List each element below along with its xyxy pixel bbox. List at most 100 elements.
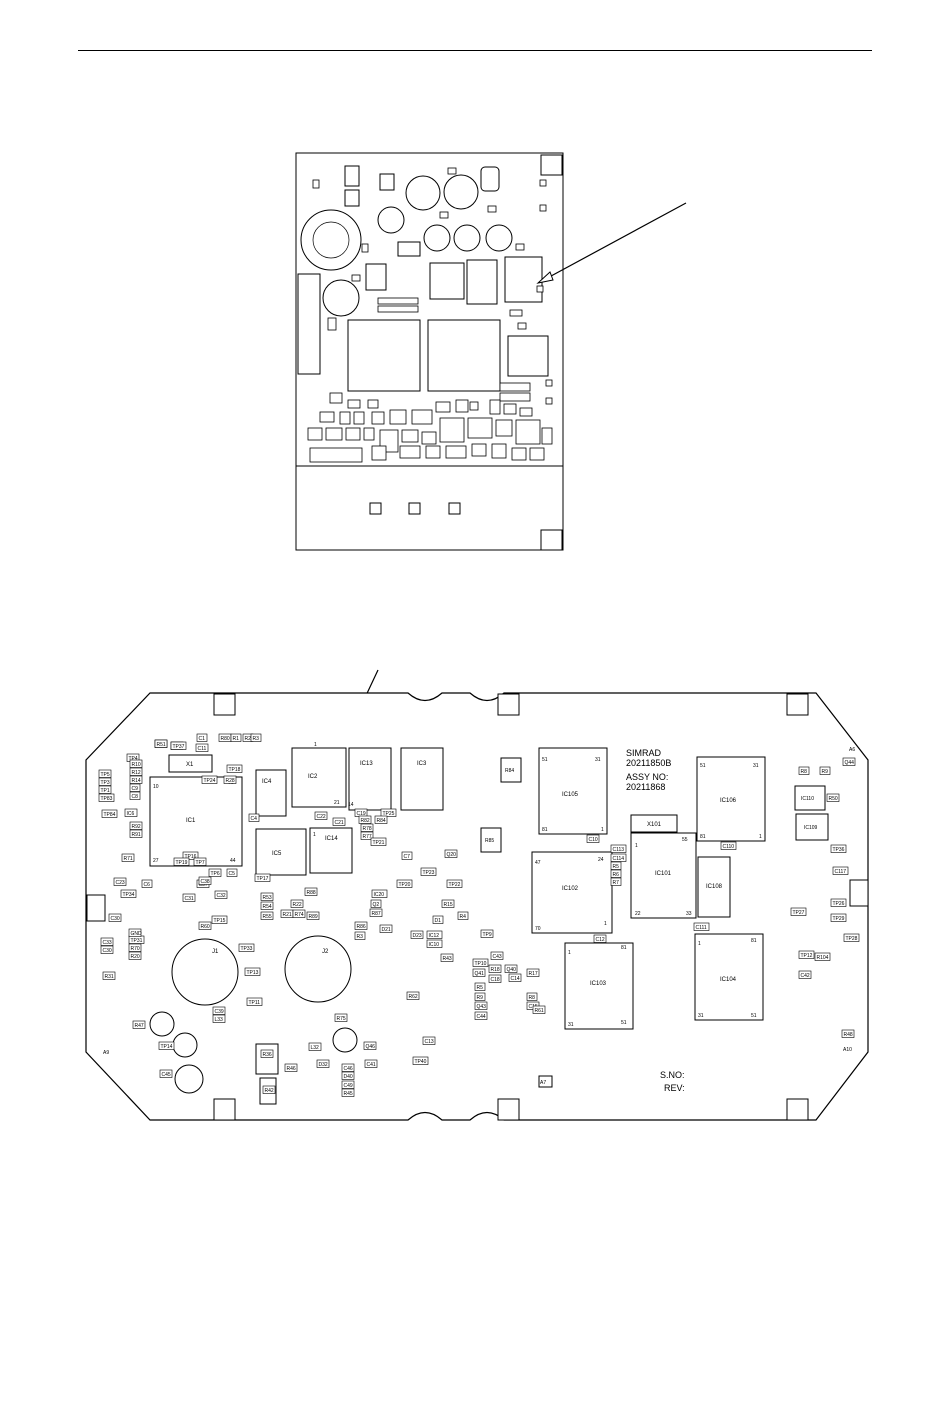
part-outline	[128, 928, 142, 937]
pin-label: 33	[686, 911, 692, 917]
mount-pad	[849, 879, 869, 907]
pin-label: 27	[153, 858, 159, 864]
part-outline	[798, 970, 812, 979]
part-label: L33	[215, 1017, 224, 1023]
part-outline	[170, 741, 187, 750]
part-outline	[412, 1056, 429, 1065]
pin-label: 51	[751, 1013, 757, 1019]
part-outline	[440, 953, 454, 962]
small-pad	[448, 502, 461, 515]
part-label: TP34	[123, 892, 135, 898]
ic103-label: IC103	[590, 981, 607, 987]
small-ic	[466, 259, 498, 305]
part-label: R70	[131, 946, 140, 952]
part-label: C10	[589, 837, 598, 843]
part-outline	[98, 785, 112, 794]
pointer-arrowhead-top	[536, 271, 554, 284]
pin-label: 1	[313, 832, 316, 838]
part-label: Q43	[477, 1004, 487, 1010]
part-outline	[193, 857, 207, 866]
part-outline	[508, 973, 522, 982]
x1-label: X1	[186, 762, 194, 768]
part-outline	[102, 971, 116, 980]
mount-pad	[497, 693, 520, 716]
ic109-label: IC109	[804, 825, 818, 831]
part-outline	[158, 1041, 175, 1050]
pin-label: 31	[698, 1013, 704, 1019]
ic110-label: IC110	[801, 796, 814, 802]
pin-label: 1	[568, 950, 571, 956]
part-label: TP16	[185, 854, 197, 860]
part-label: R60	[201, 924, 210, 930]
small-capacitor	[322, 279, 360, 317]
part-outline	[129, 791, 141, 800]
part-outline	[173, 857, 190, 866]
part-label: C4	[251, 816, 258, 822]
pin-label: 81	[700, 834, 706, 840]
capacitor-c46	[332, 1027, 358, 1053]
a7-pad	[538, 1075, 553, 1088]
x1	[168, 754, 213, 773]
ic5-label: IC5	[272, 851, 282, 857]
part-label: Q20	[447, 852, 457, 858]
part-outline	[358, 815, 372, 824]
part-label: C9	[132, 786, 139, 792]
part-outline	[332, 817, 346, 826]
part-outline	[490, 951, 504, 960]
pin-label: 51	[621, 1020, 627, 1026]
part-outline	[238, 943, 255, 952]
part-label: C42	[801, 973, 810, 979]
part-outline	[842, 757, 856, 766]
part-outline	[370, 899, 382, 908]
part-outline	[830, 913, 847, 922]
mount-pad	[497, 1098, 520, 1121]
part-label: R2	[245, 736, 252, 742]
part-outline	[208, 868, 222, 877]
ic13-label: IC13	[360, 761, 373, 767]
part-label: C19	[357, 811, 366, 817]
part-label: TP31	[131, 938, 143, 944]
part-label: TP12	[801, 953, 813, 959]
part-outline	[260, 911, 274, 920]
small-ic	[344, 165, 360, 187]
part-label: C5	[229, 871, 236, 877]
part-label: R42	[265, 1088, 274, 1094]
ic102-label: IC102	[562, 886, 579, 892]
part-label: C45	[162, 1072, 171, 1078]
part-outline	[226, 868, 238, 877]
part-outline	[195, 743, 209, 752]
small-ic	[379, 173, 395, 191]
small-ic-target	[504, 256, 543, 303]
part-outline	[124, 808, 138, 817]
part-outline	[843, 933, 860, 942]
part-label: R20	[131, 954, 140, 960]
part-outline	[444, 849, 458, 858]
r85-label: R85	[485, 838, 494, 844]
part-label: R55	[263, 914, 272, 920]
pin-label: 1	[314, 742, 317, 748]
part-label: C8	[132, 794, 139, 800]
part-label: C117	[835, 869, 847, 875]
part-outline	[504, 964, 518, 973]
part-label: R88	[307, 890, 316, 896]
part-outline	[254, 873, 271, 882]
part-outline	[341, 1063, 355, 1072]
small-ic	[344, 189, 360, 207]
part-outline	[108, 913, 122, 922]
part-outline	[480, 929, 494, 938]
part-outline	[201, 775, 218, 784]
ic3-label: IC3	[417, 761, 427, 767]
part-label: R31	[105, 974, 114, 980]
part-outline	[370, 837, 387, 846]
part-outline	[262, 1085, 276, 1094]
pin-label: 81	[751, 938, 757, 944]
part-label: C23	[116, 880, 125, 886]
part-outline	[380, 808, 397, 817]
part-outline	[98, 777, 112, 786]
part-outline	[832, 866, 849, 875]
part-outline	[292, 909, 306, 918]
mount-pad	[86, 894, 106, 922]
ic1-label: IC1	[186, 818, 196, 824]
small-board	[295, 152, 564, 551]
part-label: D32	[319, 1062, 328, 1068]
